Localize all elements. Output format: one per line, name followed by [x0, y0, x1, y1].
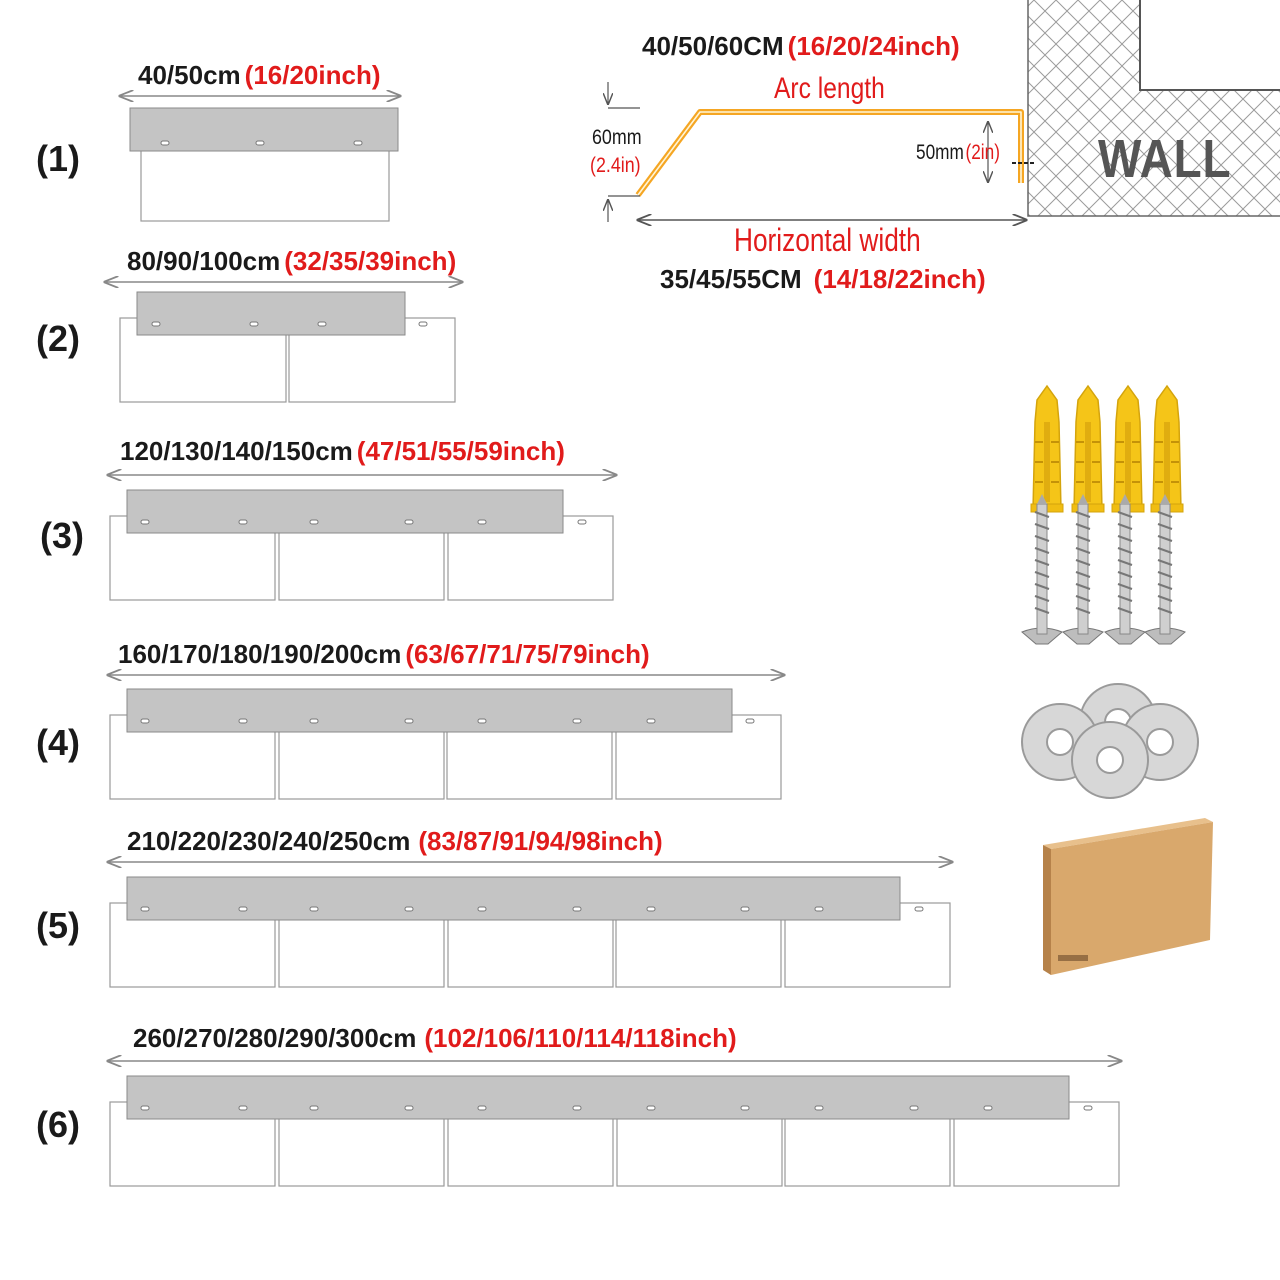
mounting-slots [140, 718, 755, 724]
panel [615, 714, 782, 800]
panel [616, 1101, 783, 1187]
panel [278, 902, 445, 988]
row-4-diagram [108, 675, 784, 800]
wall [1027, 0, 1280, 217]
row-4-dimension: 160/170/180/190/200cm(63/67/71/75/79inch… [118, 639, 650, 670]
row-label-5: (5) [36, 905, 80, 946]
row-label-4: (4) [36, 722, 80, 763]
row-label-6: (6) [36, 1104, 80, 1145]
row-2-diagram [105, 282, 462, 403]
row-6-size-cm: 260/270/280/290/300cm [133, 1023, 417, 1053]
cover-strip [126, 876, 901, 921]
row-4-size-cm: 160/170/180/190/200cm [118, 639, 402, 669]
row-5-size-inch: (83/87/91/94/98inch) [418, 826, 663, 856]
accessories [1021, 385, 1213, 975]
row-label-2: (2) [36, 318, 80, 359]
wall-anchor-icon [1071, 385, 1105, 513]
panel [784, 902, 951, 988]
row-5-size-cm: 210/220/230/240/250cm [127, 826, 411, 856]
panel [278, 1101, 445, 1187]
package-box-icon [1043, 818, 1213, 975]
panel [288, 317, 456, 403]
mounting-slots [160, 140, 363, 146]
panel [278, 714, 445, 800]
panel [447, 902, 614, 988]
screw-icon [1144, 493, 1186, 645]
arc-size-text: 40/50/60CM(16/20/24inch) [642, 31, 960, 62]
panel [784, 1101, 951, 1187]
row-6-dimension: 260/270/280/290/300cm(102/106/110/114/11… [133, 1023, 737, 1054]
washer-icon [1071, 721, 1149, 799]
wall-anchor-icon [1030, 385, 1064, 513]
height-mm-label: 60mm [592, 126, 642, 149]
cover-strip [126, 688, 733, 733]
width-size-text: 35/45/55CM (14/18/22inch) [660, 264, 986, 295]
arc-size-inch: (16/20/24inch) [787, 31, 960, 61]
lip-dimension: 50mm(2in) [916, 141, 1000, 165]
cover-strip [129, 107, 399, 152]
panel [447, 515, 614, 601]
lip-in-label: (2in) [965, 141, 1000, 164]
mounting-slots [140, 519, 587, 525]
cover-strip [126, 489, 564, 534]
panel [119, 317, 287, 403]
row-1-size-inch: (16/20inch) [244, 60, 381, 90]
screw-icon [1104, 493, 1146, 645]
row-2-size-cm: 80/90/100cm [127, 246, 281, 276]
width-size-cm: 35/45/55CM [660, 264, 802, 294]
row-3-size-cm: 120/130/140/150cm [120, 436, 353, 466]
row-6-size-inch: (102/106/110/114/118inch) [424, 1023, 737, 1053]
wall-anchor-icon [1150, 385, 1184, 513]
row-5-dimension: 210/220/230/240/250cm(83/87/91/94/98inch… [127, 826, 663, 857]
row-1-size-cm: 40/50cm [138, 60, 241, 90]
row-4-size-inch: (63/67/71/75/79inch) [405, 639, 650, 669]
washers [1021, 683, 1199, 799]
screw-icon [1021, 493, 1063, 645]
width-size-inch: (14/18/22inch) [813, 264, 986, 294]
height-in-label: (2.4in) [590, 154, 641, 177]
row-3-size-inch: (47/51/55/59inch) [356, 436, 565, 466]
horizontal-width-label: Horizontal width [734, 222, 921, 258]
row-3-dimension: 120/130/140/150cm(47/51/55/59inch) [120, 436, 565, 467]
panel [109, 515, 276, 601]
panel [446, 714, 613, 800]
panel [953, 1101, 1120, 1187]
panel [615, 902, 782, 988]
row-5-diagram [108, 862, 952, 988]
panel [447, 1101, 614, 1187]
row-2-size-inch: (32/35/39inch) [284, 246, 457, 276]
cover-strip [136, 291, 406, 336]
row-1-dimension: 40/50cm(16/20inch) [138, 60, 380, 91]
row-label-1: (1) [36, 138, 80, 179]
profile-diagram [600, 0, 1280, 240]
panel [109, 714, 276, 800]
row-6-diagram [108, 1061, 1121, 1187]
lip-mm-label: 50mm [916, 141, 964, 164]
screws [1021, 493, 1186, 645]
wall-anchor-icon [1111, 385, 1145, 513]
mounting-slots [140, 1105, 1093, 1111]
row-label-3: (3) [40, 515, 84, 556]
panel [278, 515, 445, 601]
mounting-slots [151, 321, 428, 327]
arc-length-label: Arc length [774, 72, 885, 105]
screw-icon [1062, 493, 1104, 645]
row-1-diagram [120, 96, 400, 222]
panel [109, 902, 276, 988]
wall-anchors [1030, 385, 1184, 513]
panel [109, 1101, 276, 1187]
row-2-dimension: 80/90/100cm(32/35/39inch) [127, 246, 456, 277]
mounting-slots [140, 906, 924, 912]
row-3-diagram [108, 475, 616, 601]
cover-strip [126, 1075, 1070, 1120]
arc-size-cm: 40/50/60CM [642, 31, 784, 61]
panel [140, 136, 390, 222]
wall-label: WALL [1098, 129, 1232, 189]
